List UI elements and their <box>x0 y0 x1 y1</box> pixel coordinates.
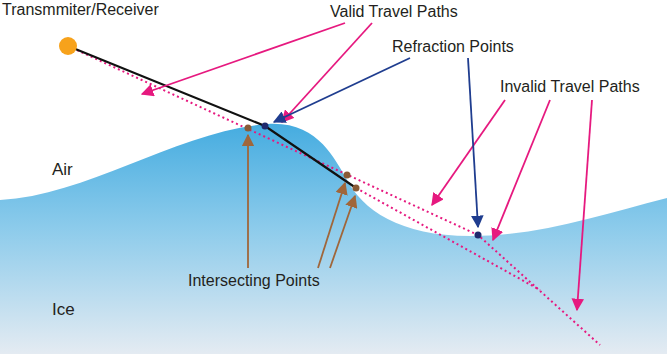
pointer-arrows <box>248 135 355 268</box>
transmitter-dot <box>59 37 77 55</box>
pointer-arrows <box>274 58 478 227</box>
device-label: Transmmiter/Receiver <box>2 1 159 19</box>
pointer-arrows <box>142 23 592 310</box>
callout-label: Intersecting Points <box>188 272 320 290</box>
valid-path <box>68 46 356 188</box>
callout-label: Invalid Travel Paths <box>500 78 640 96</box>
intersecting-points <box>245 125 360 192</box>
ice-body <box>0 124 667 354</box>
region-label: Ice <box>52 300 75 320</box>
callout-label: Valid Travel Paths <box>330 3 458 21</box>
region-label: Air <box>52 160 73 180</box>
callout-label: Refraction Points <box>392 38 514 56</box>
